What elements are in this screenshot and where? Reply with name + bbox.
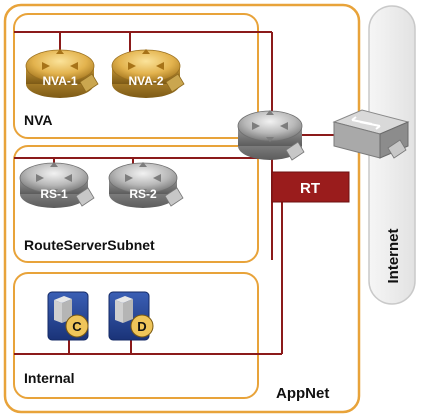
appnet-border (3, 3, 361, 414)
vnet-label: AppNet (276, 385, 329, 402)
badge-arrow-icon (75, 187, 95, 207)
badge-arrow-icon (164, 187, 184, 207)
badge-arrow-icon (387, 139, 407, 159)
server-badge (130, 314, 154, 338)
server-d (108, 291, 154, 341)
subnet-label-routeserver: RouteServerSubnet (24, 237, 155, 253)
server-c (47, 291, 89, 341)
internal-subnet-box (13, 272, 259, 399)
router-rs-1 (19, 162, 95, 208)
server-badge (65, 314, 89, 338)
server-label-d: D (137, 319, 146, 334)
device-label-rs-2: RS-2 (129, 187, 157, 201)
router-vnet-gateway (237, 110, 305, 161)
route-table-box (271, 171, 350, 203)
device-label-nva-2: NVA-2 (128, 74, 163, 88)
router-rs-2 (108, 162, 184, 208)
badge-arrow-icon (79, 73, 99, 93)
server-label-c: C (72, 319, 82, 334)
badge-arrow-icon (165, 73, 185, 93)
swap-arrows-icon (351, 116, 381, 130)
nva-subnet-box (13, 13, 259, 139)
router-nva-2 (111, 49, 185, 98)
subnet-label-nva: NVA (24, 112, 53, 128)
internet-label: Internet (385, 228, 402, 283)
route-table-label: RT (300, 180, 320, 197)
router-nva-1 (25, 49, 99, 98)
device-label-rs-1: RS-1 (40, 187, 68, 201)
device-label-nva-1: NVA-1 (42, 74, 77, 88)
badge-arrow-icon (285, 141, 305, 161)
subnet-label-internal: Internal (24, 370, 75, 386)
routeserver-subnet-box (13, 145, 259, 263)
internet-gateway-device (332, 109, 410, 159)
